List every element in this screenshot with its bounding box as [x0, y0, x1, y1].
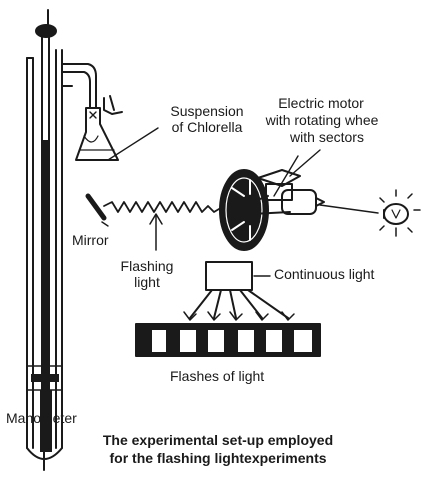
suspension-label-line2: of Chlorella	[171, 119, 243, 135]
suspension-label-line1: Suspension	[170, 103, 244, 119]
caption-line1: The experimental set-up employed	[102, 432, 334, 448]
motor-label-line3: with sectors	[290, 129, 364, 145]
motor-label-line2: with rotating whee	[265, 112, 379, 128]
caption-line2: for the flashing lightexperiments	[109, 450, 327, 466]
manometer-apparatus	[26, 9, 97, 471]
motor-label-line1: Electric motor	[278, 95, 364, 111]
rotating-wheel	[219, 169, 269, 251]
flashing-label-line1: Flashing	[120, 258, 174, 274]
flashes-of-light-strip	[135, 323, 321, 357]
mirror	[85, 193, 109, 227]
light-bulb-icon	[319, 189, 421, 237]
electric-motor	[251, 149, 325, 215]
mirror-label: Mirror	[72, 232, 109, 248]
continuous-light-source	[183, 261, 295, 321]
manometer-label: Manometer	[6, 410, 77, 426]
continuous-light-label: Continuous light	[274, 266, 375, 282]
flashing-label-line2: light	[134, 274, 160, 290]
chlorella-flask	[75, 95, 159, 161]
flashes-label: Flashes of light	[170, 368, 265, 384]
flashing-light-beam	[103, 201, 225, 251]
